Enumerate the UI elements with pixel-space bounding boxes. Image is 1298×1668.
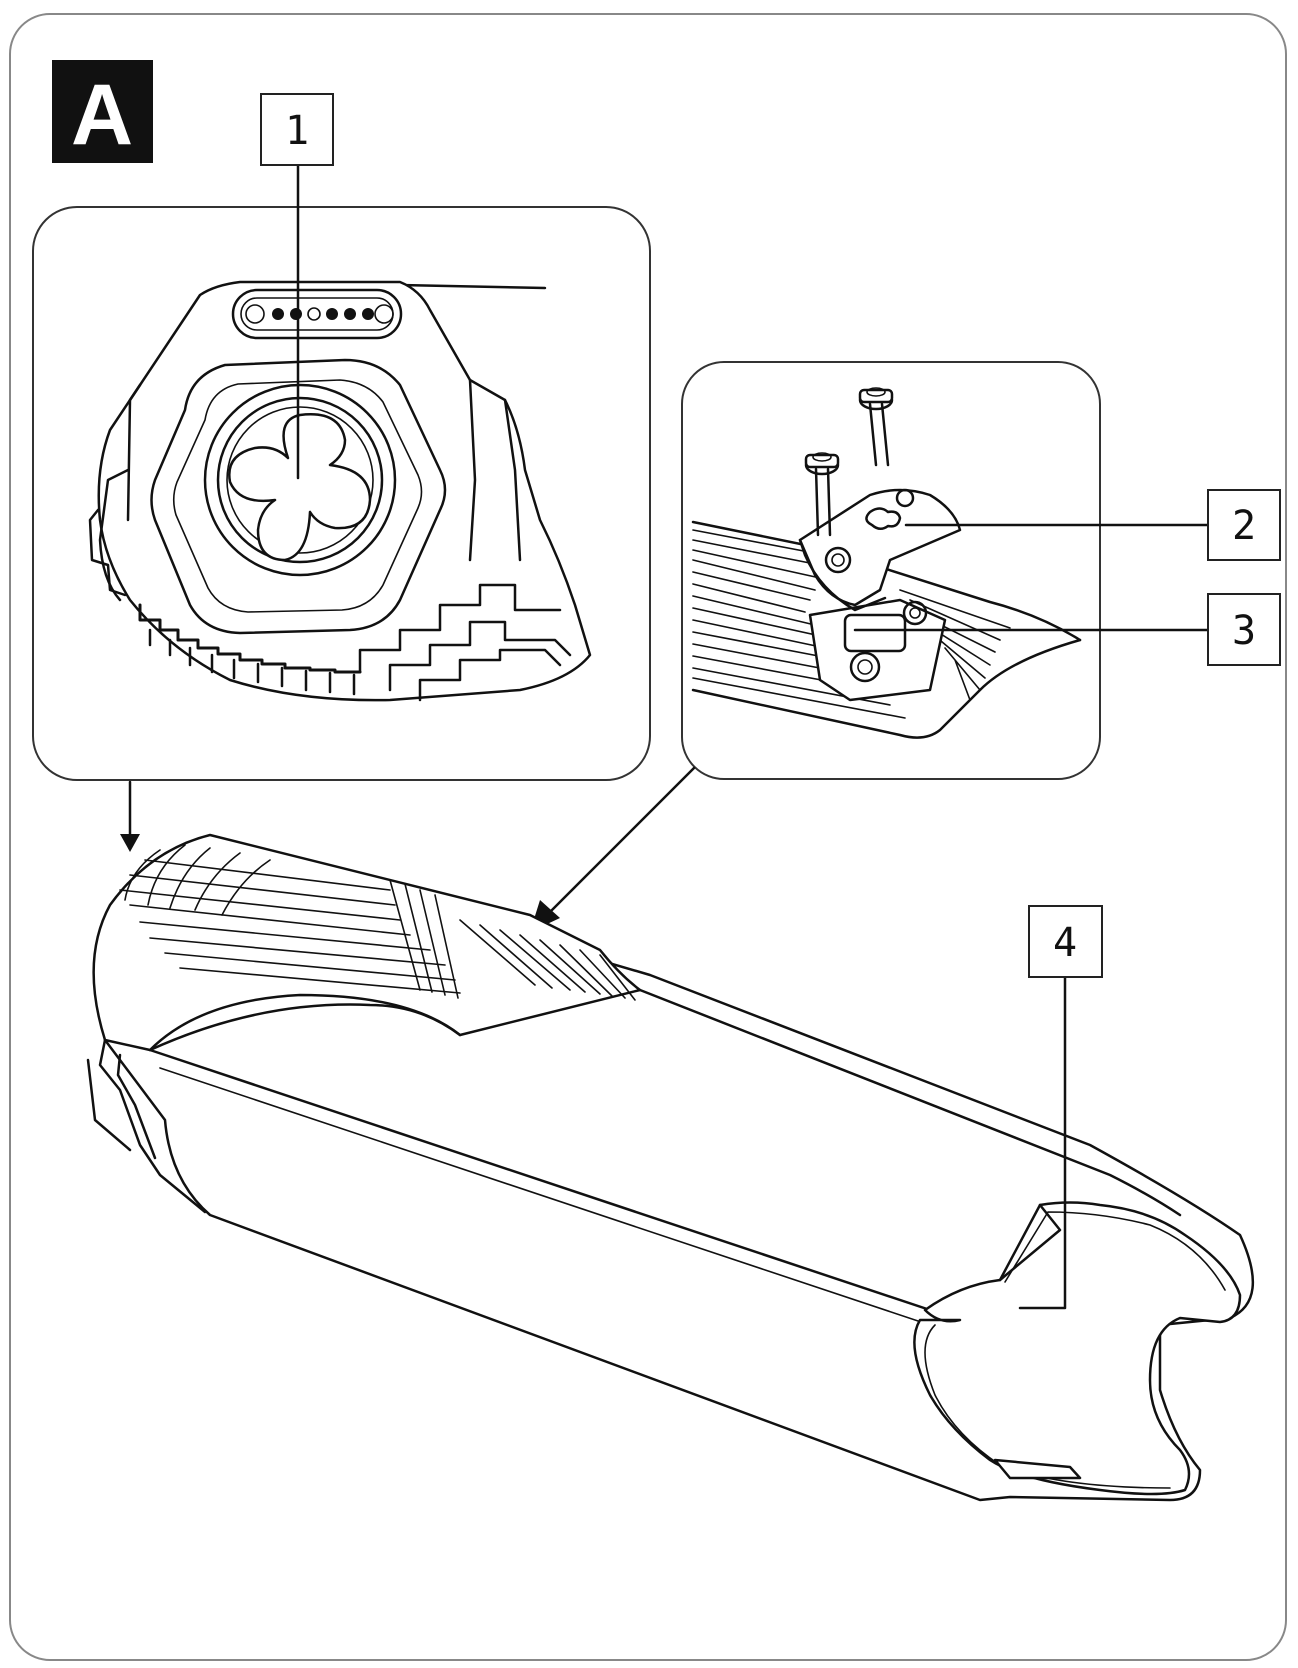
screw-right [858,387,894,467]
callout-1-label: 1 [285,108,309,154]
arrow-connector [120,780,140,852]
battery-body [86,833,1255,1502]
panel-label-badge: A [52,60,153,163]
inset-connector-view [32,206,651,781]
callout-3-label: 3 [1232,608,1256,654]
connector-pin-strip [231,288,403,340]
callout-1: 1 [260,93,334,480]
callout-2: 2 [904,489,1281,561]
trefoil-socket [203,383,397,577]
callout-4-label: 4 [1053,920,1077,966]
callout-4: 4 [1018,905,1103,1310]
tube-open-end [913,1201,1242,1496]
callout-2-label: 2 [1232,503,1256,549]
screw-left [804,452,840,537]
arrow-clamp [530,766,696,932]
outer-frame [9,13,1287,1661]
callout-3: 3 [853,593,1281,666]
inset-clamp-view [681,361,1101,780]
panel-label: A [71,67,133,163]
